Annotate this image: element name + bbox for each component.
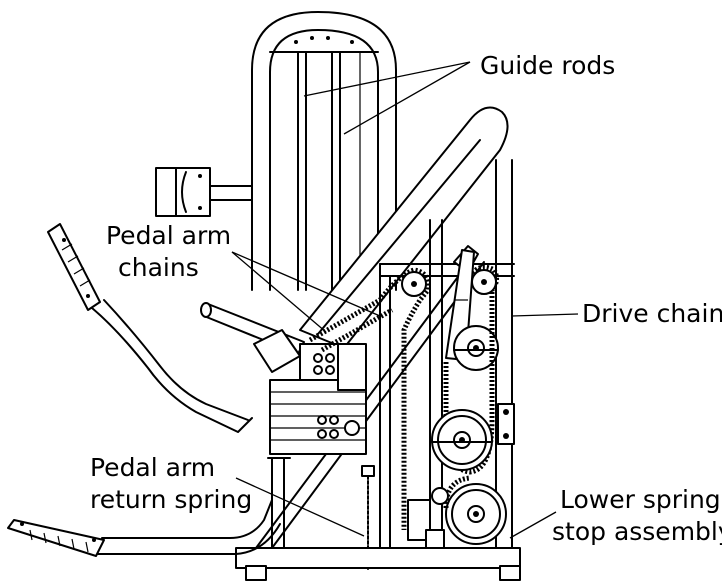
right-bracket (497, 403, 515, 445)
upper-sprocket (401, 271, 427, 297)
middle-pulley (431, 409, 493, 471)
leader-lines (231, 61, 579, 539)
weight-stack (253, 329, 367, 455)
label-pedal-arm-chains-line1: Pedal arm (106, 221, 231, 250)
guide-rods (297, 51, 361, 291)
label-lower-spring-stop-line1: Lower spring (560, 485, 721, 514)
lower-pedal (7, 519, 105, 557)
lower-pedal-arm-tube (97, 499, 281, 555)
label-guide-rods: Guide rods (480, 51, 615, 80)
pedal-arm-chains (308, 264, 500, 530)
label-pedal-arm-return-spring-line1: Pedal arm (90, 453, 215, 482)
right-upper-sprocket (471, 269, 497, 295)
side-bracket (155, 167, 253, 217)
labels: Guide rods Pedal arm chains Drive chain … (90, 51, 722, 546)
label-drive-chain: Drive chain (582, 299, 722, 328)
lower-pulley (443, 475, 507, 545)
label-pedal-arm-return-spring-line2: return spring (90, 485, 252, 514)
spring-stop-assembly (407, 487, 449, 553)
upper-pedal-arm (91, 299, 253, 433)
guide-rod-frame (251, 11, 397, 291)
label-pedal-arm-chains-line2: chains (118, 253, 199, 282)
label-lower-spring-stop-line2: stop assembly (552, 517, 722, 546)
upper-pedal (47, 223, 101, 311)
seat-pad (299, 106, 509, 349)
base-frame (235, 457, 521, 581)
